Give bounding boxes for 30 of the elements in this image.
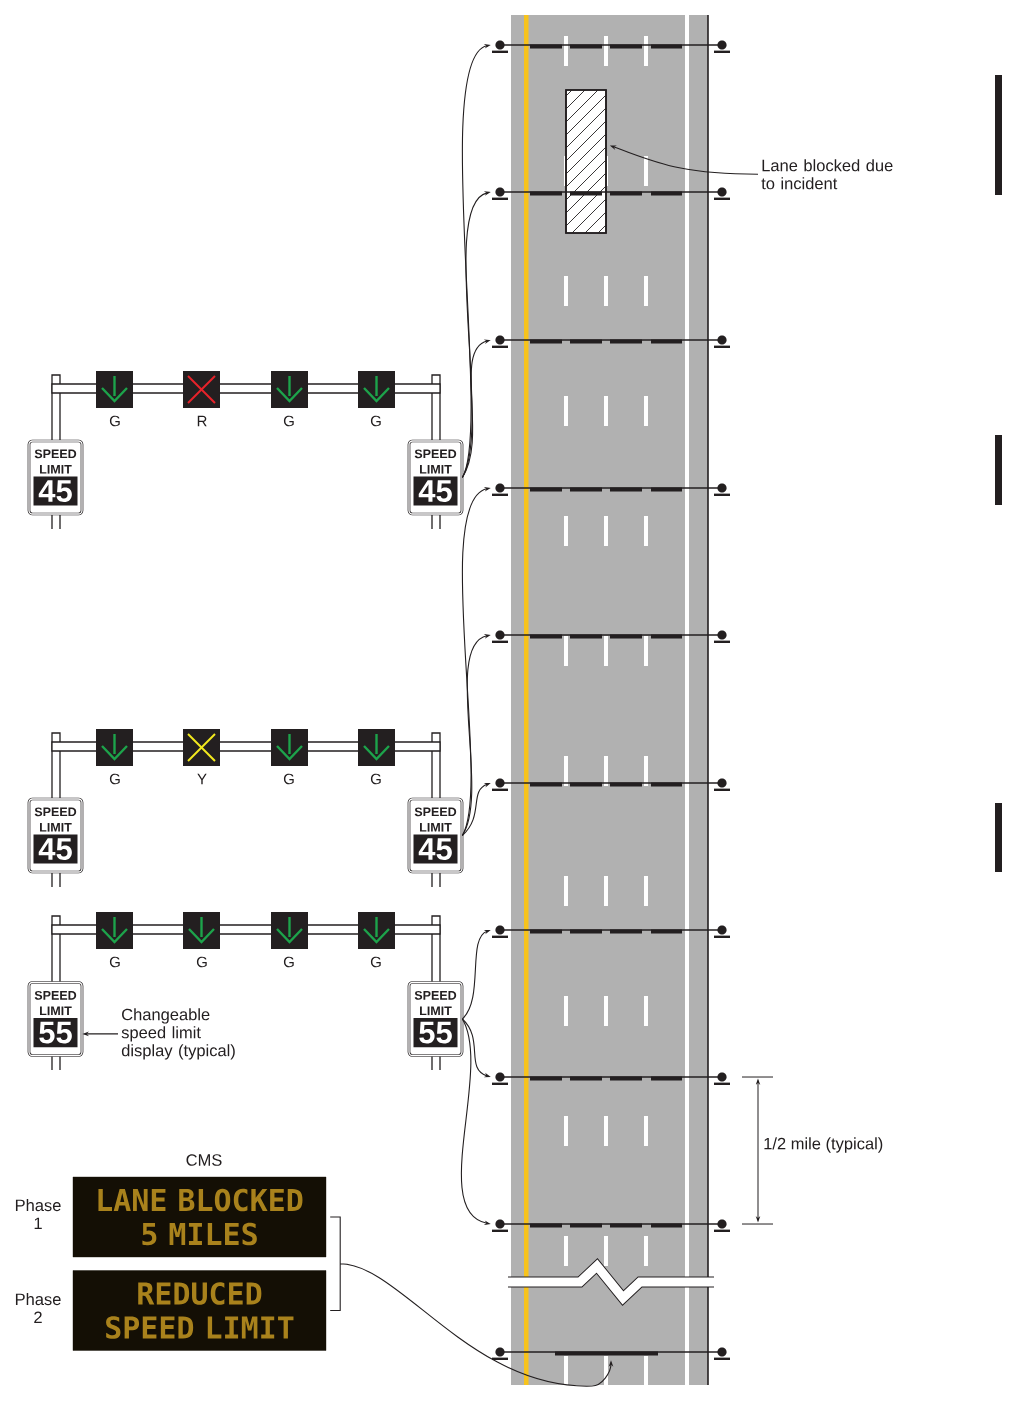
gantry-bar bbox=[492, 925, 730, 938]
signal-label: G bbox=[283, 415, 294, 427]
phase-label: Phase 1 bbox=[15, 1199, 61, 1229]
gantry-bar bbox=[492, 1347, 730, 1360]
signal-label: G bbox=[370, 773, 381, 785]
gantry-bar bbox=[492, 335, 730, 348]
signal-label: G bbox=[370, 956, 381, 968]
callout-text: Lane blocked due to incident bbox=[761, 159, 893, 190]
signal-label: G bbox=[109, 415, 120, 427]
signal-label: G bbox=[196, 956, 207, 968]
message-sign: REDUCED SPEED LIMIT bbox=[72, 1270, 327, 1351]
message-sign: LANE BLOCKED 5 MILES bbox=[72, 1176, 327, 1258]
phase-label: Phase 2 bbox=[15, 1293, 61, 1323]
gantry-bar bbox=[492, 483, 730, 496]
gantry-bar bbox=[492, 778, 730, 791]
gantry-bar bbox=[492, 1219, 730, 1232]
dimension-label: 1/2 mile (typical) bbox=[764, 1137, 883, 1153]
signal-label: Y bbox=[197, 773, 207, 785]
hatched-block bbox=[565, 89, 607, 234]
signal-label: R bbox=[197, 415, 207, 427]
signal-label: G bbox=[109, 773, 120, 785]
gantry-bar bbox=[492, 1072, 730, 1085]
signal-label: G bbox=[109, 956, 120, 968]
signal-label: G bbox=[370, 415, 381, 427]
signal-label: G bbox=[283, 773, 294, 785]
callout-text: Changeable speed limit display (typical) bbox=[121, 1008, 235, 1060]
gantry-bar bbox=[492, 630, 730, 643]
gantry-bar bbox=[492, 187, 730, 200]
signal-label: G bbox=[283, 956, 294, 968]
gantry-bar bbox=[492, 40, 730, 53]
